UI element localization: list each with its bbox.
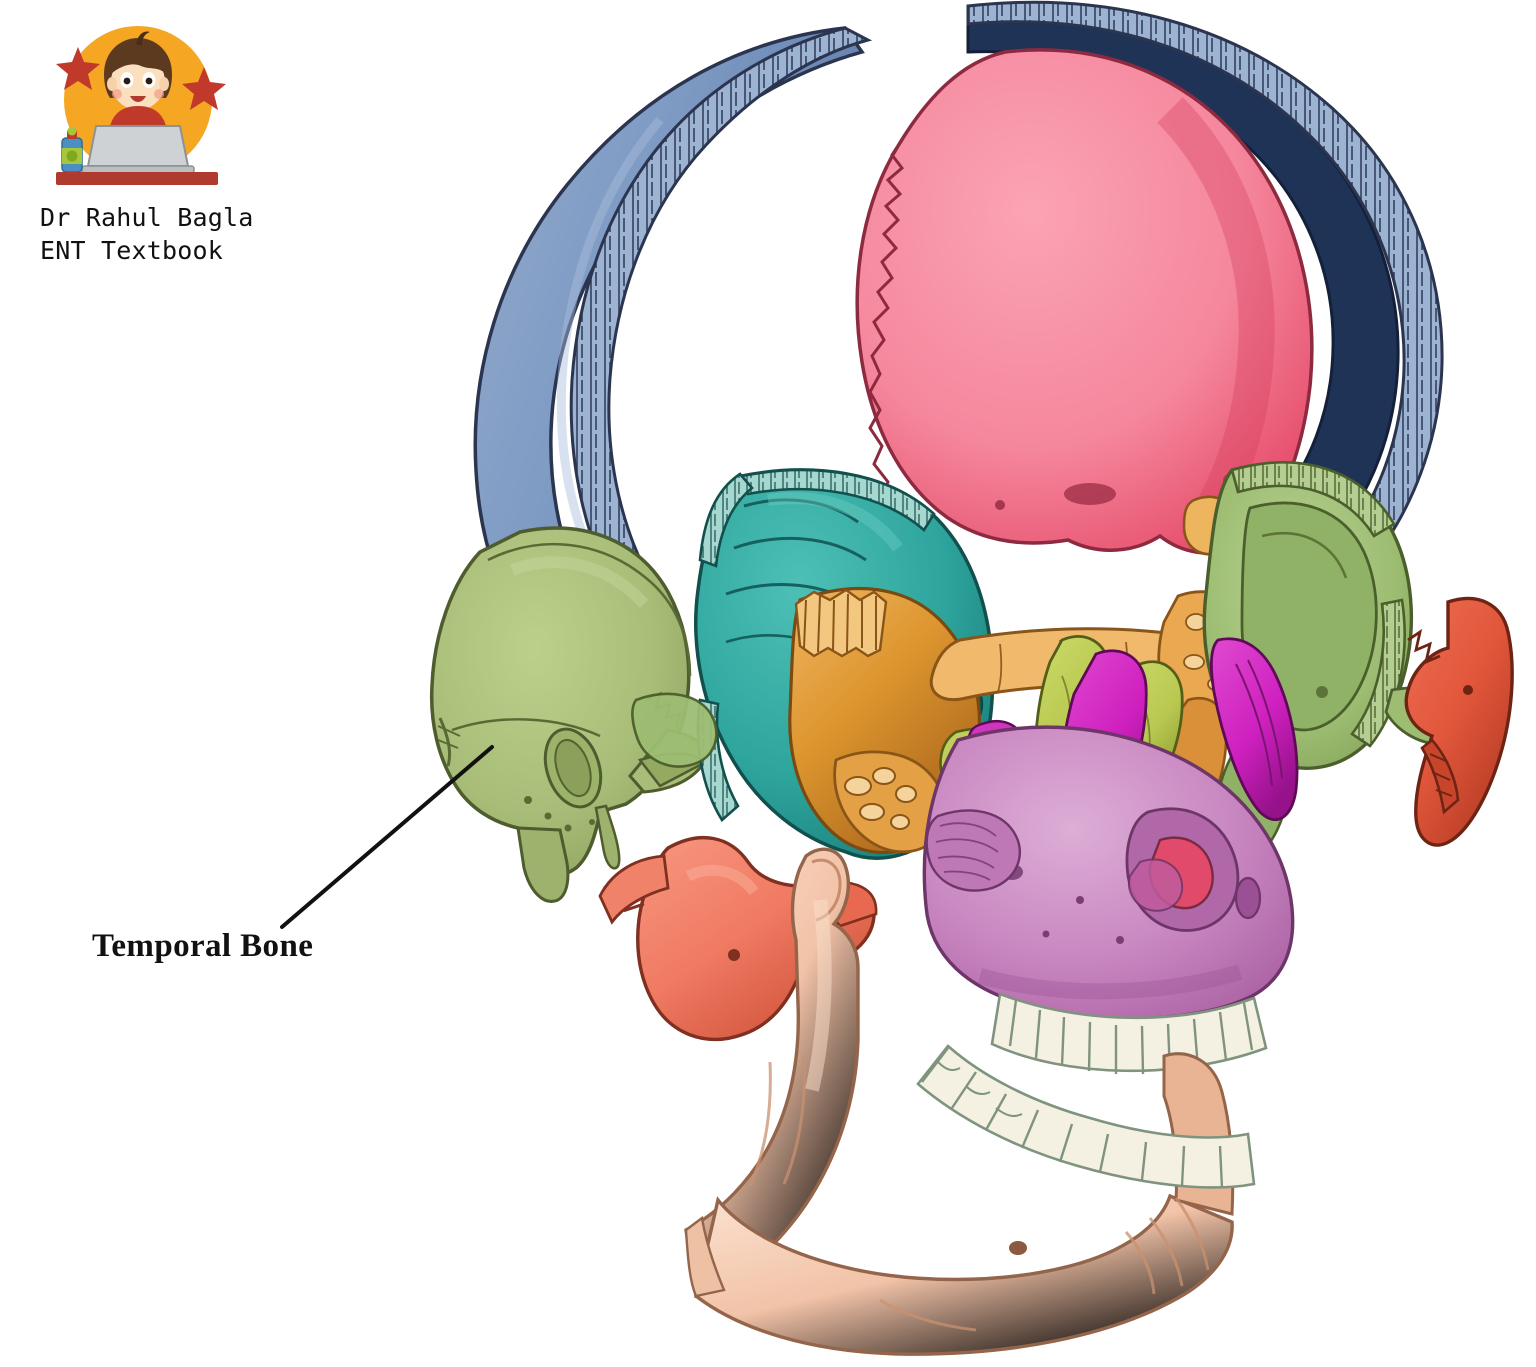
laptop-base (81, 165, 195, 174)
watermark-line-1: Dr Rahul Bagla (40, 203, 254, 232)
upper-teeth (990, 992, 1268, 1075)
logo-badge (38, 22, 238, 197)
laptop-screen (86, 125, 190, 167)
watermark-block: Dr Rahul Bagla ENT Textbook (30, 22, 290, 267)
star-icon-right (182, 67, 226, 110)
hair-tuft (136, 31, 150, 46)
bottle-label-dot (66, 150, 78, 162)
callout-label-temporal-bone: Temporal Bone (92, 928, 314, 964)
bone-mandible (684, 847, 1235, 1356)
bone-maxilla (922, 725, 1295, 1021)
boy-at-laptop-logo-icon (56, 26, 226, 185)
bone-zygomatic-right (1404, 596, 1514, 847)
cheek-left (112, 89, 122, 99)
watermark-line-2: ENT Textbook (40, 236, 224, 265)
watermark-text: Dr Rahul Bagla ENT Textbook (40, 201, 290, 267)
star-icon-left (56, 47, 100, 90)
pupil-left (123, 77, 131, 85)
hair-fringe (111, 46, 166, 74)
ear-left (107, 77, 117, 91)
pupil-right (145, 77, 153, 85)
ear-right (159, 77, 169, 91)
bottle-cap-top (67, 126, 77, 136)
mouth (130, 96, 146, 102)
desk (56, 172, 218, 185)
lower-teeth (916, 1044, 1256, 1189)
cheek-right (154, 89, 164, 99)
